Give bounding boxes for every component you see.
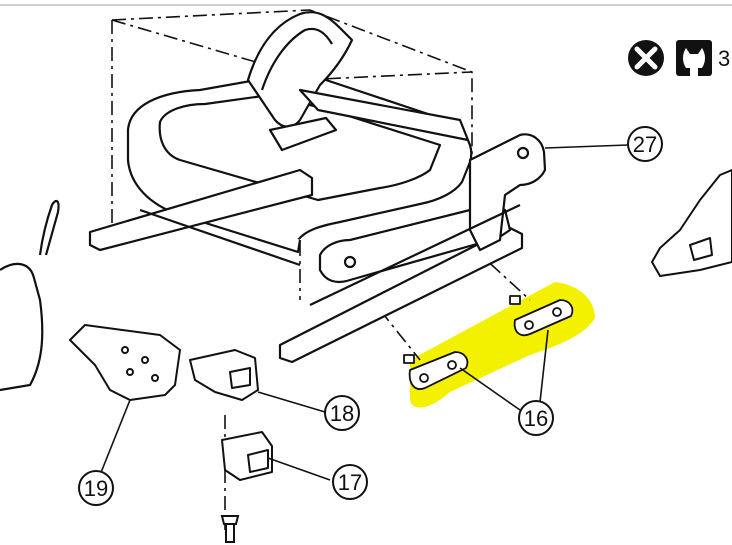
callout-19-label: 19 <box>84 476 108 501</box>
callout-16: 16 <box>518 400 554 436</box>
callout-27-label: 27 <box>633 132 657 157</box>
top-right-prefix: 3 <box>718 46 730 71</box>
callout-18: 18 <box>324 395 360 431</box>
leader-lines <box>99 144 629 481</box>
part-16-brackets <box>403 295 574 390</box>
callout-27: 27 <box>627 126 663 162</box>
callout-18-label: 18 <box>330 401 354 426</box>
callout-17-label: 17 <box>338 470 362 495</box>
part-18-switch <box>189 349 259 401</box>
seat-cable <box>0 199 60 392</box>
callout-16-label: 16 <box>524 406 548 431</box>
side-trim-part <box>651 169 732 277</box>
part-17-connector <box>221 431 273 481</box>
torque-wrench-icon <box>676 40 712 76</box>
callout-19: 19 <box>78 470 114 506</box>
seat-rails <box>88 133 547 364</box>
callout-17: 17 <box>332 464 368 500</box>
do-not-reuse-icon <box>628 40 664 76</box>
part-19-bracket <box>69 324 181 401</box>
bolt <box>220 515 240 543</box>
